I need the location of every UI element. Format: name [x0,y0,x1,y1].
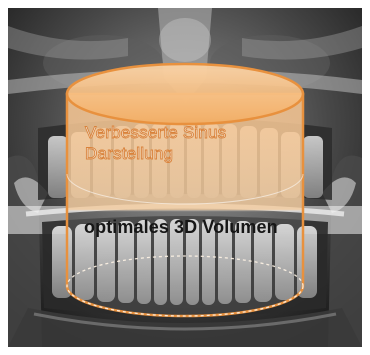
volume-label: optimales 3D Volumen [84,216,278,238]
volume-cylinder [67,64,303,316]
xray-drawing [8,8,362,347]
sinus-label: Verbesserte Sinus Darstellung [85,122,226,164]
sinus-label-line2: Darstellung [85,143,226,164]
dental-xray-image: Verbesserte Sinus Darstellung optimales … [8,8,362,347]
sinus-label-line1: Verbesserte Sinus [85,122,226,143]
cylinder-top-ellipse [67,64,303,124]
